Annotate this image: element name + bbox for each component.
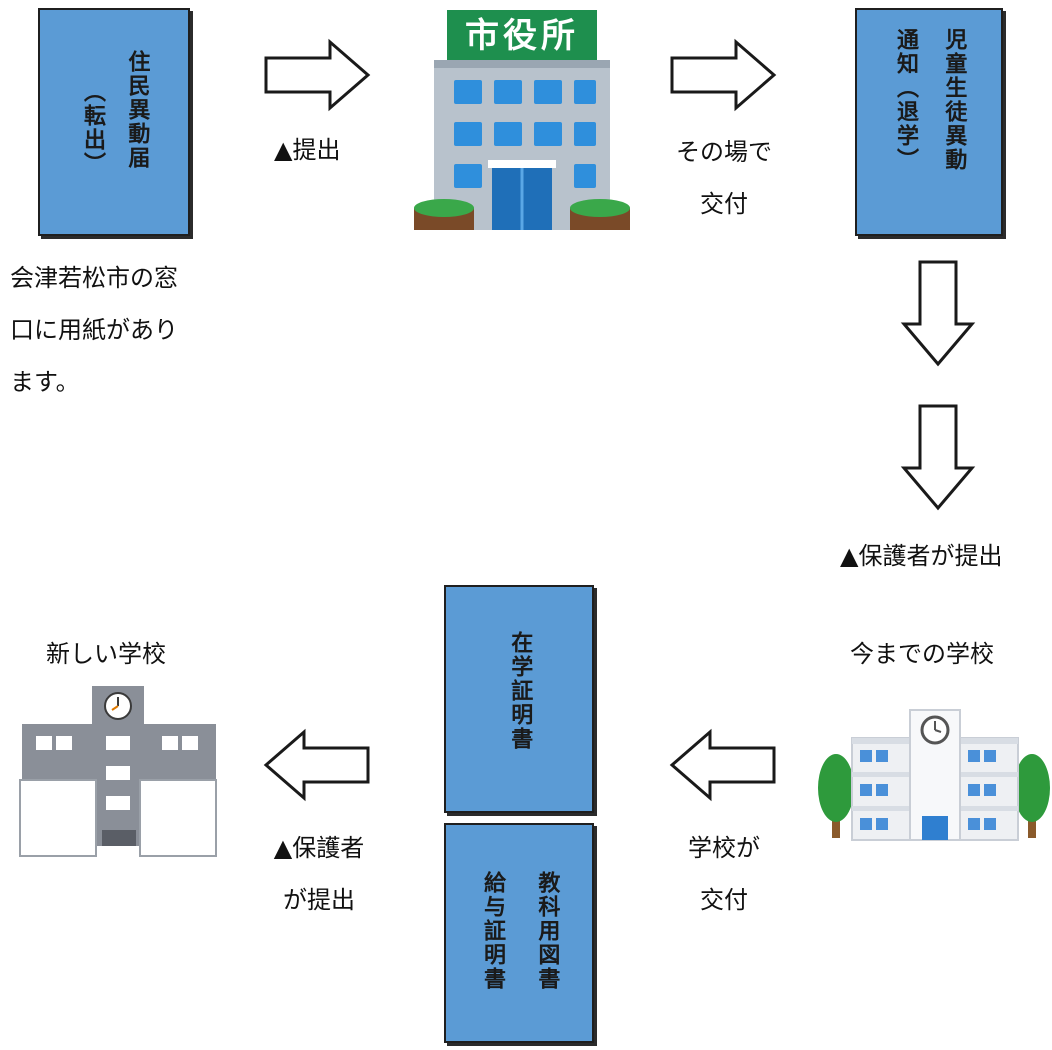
new-school-icon — [19, 686, 217, 857]
textbook-certificate-title: 教科用図書 — [534, 871, 560, 991]
textbook-certificate-subtitle: 給与証明書 — [480, 871, 505, 991]
school-building-icon — [818, 709, 1050, 841]
school-issues-label: 学校が 交付 — [664, 822, 784, 926]
enrollment-certificate-document: 在学証明書 — [444, 585, 594, 813]
moving-notice-subtitle: （転出） — [80, 80, 105, 176]
window-note-line: 会津若松市の窓 — [10, 264, 178, 292]
school-issues-line: 学校が — [688, 834, 760, 862]
arrow-left-icon — [669, 728, 776, 802]
submit-label: ▲提出 — [274, 136, 341, 164]
arrow-right-icon — [670, 38, 777, 112]
school-issues-line: 交付 — [700, 886, 748, 914]
arrow-left-icon — [263, 728, 370, 802]
arrow-right-icon — [264, 38, 371, 112]
arrow-down-icon — [900, 260, 976, 367]
city-hall-sign: 市役所 — [465, 16, 579, 56]
transfer-notice-document: 児童生徒異動 通知（退学） — [855, 8, 1003, 236]
transfer-notice-title: 児童生徒異動 — [941, 28, 967, 172]
moving-notice-document: 住民異動届 （転出） — [38, 8, 190, 236]
window-note-line: ます。 — [10, 368, 80, 396]
new-school-label: 新しい学校 — [46, 640, 166, 668]
city-hall-icon — [414, 10, 630, 230]
guardian-submits-line: が提出 — [283, 886, 355, 914]
issue-on-site-label: その場で 交付 — [664, 126, 784, 230]
moving-notice-title: 住民異動届 — [124, 50, 150, 170]
guardian-submits-line: ▲保護者 — [273, 834, 365, 862]
current-school-label: 今までの学校 — [850, 640, 994, 668]
window-note-line: 口に用紙があり — [10, 316, 178, 344]
issue-on-site-line: その場で — [676, 138, 772, 166]
guardian-submits-split-label: ▲保護者 が提出 — [254, 822, 384, 926]
issue-on-site-line: 交付 — [700, 190, 748, 218]
guardian-submits-label: ▲保護者が提出 — [840, 542, 1003, 570]
enrollment-certificate-title: 在学証明書 — [507, 631, 533, 751]
textbook-certificate-document: 教科用図書 給与証明書 — [444, 823, 594, 1043]
transfer-notice-subtitle: 通知（退学） — [893, 28, 918, 172]
arrow-down-icon — [900, 404, 976, 511]
window-note: 会津若松市の窓 口に用紙があり ます。 — [10, 252, 178, 408]
